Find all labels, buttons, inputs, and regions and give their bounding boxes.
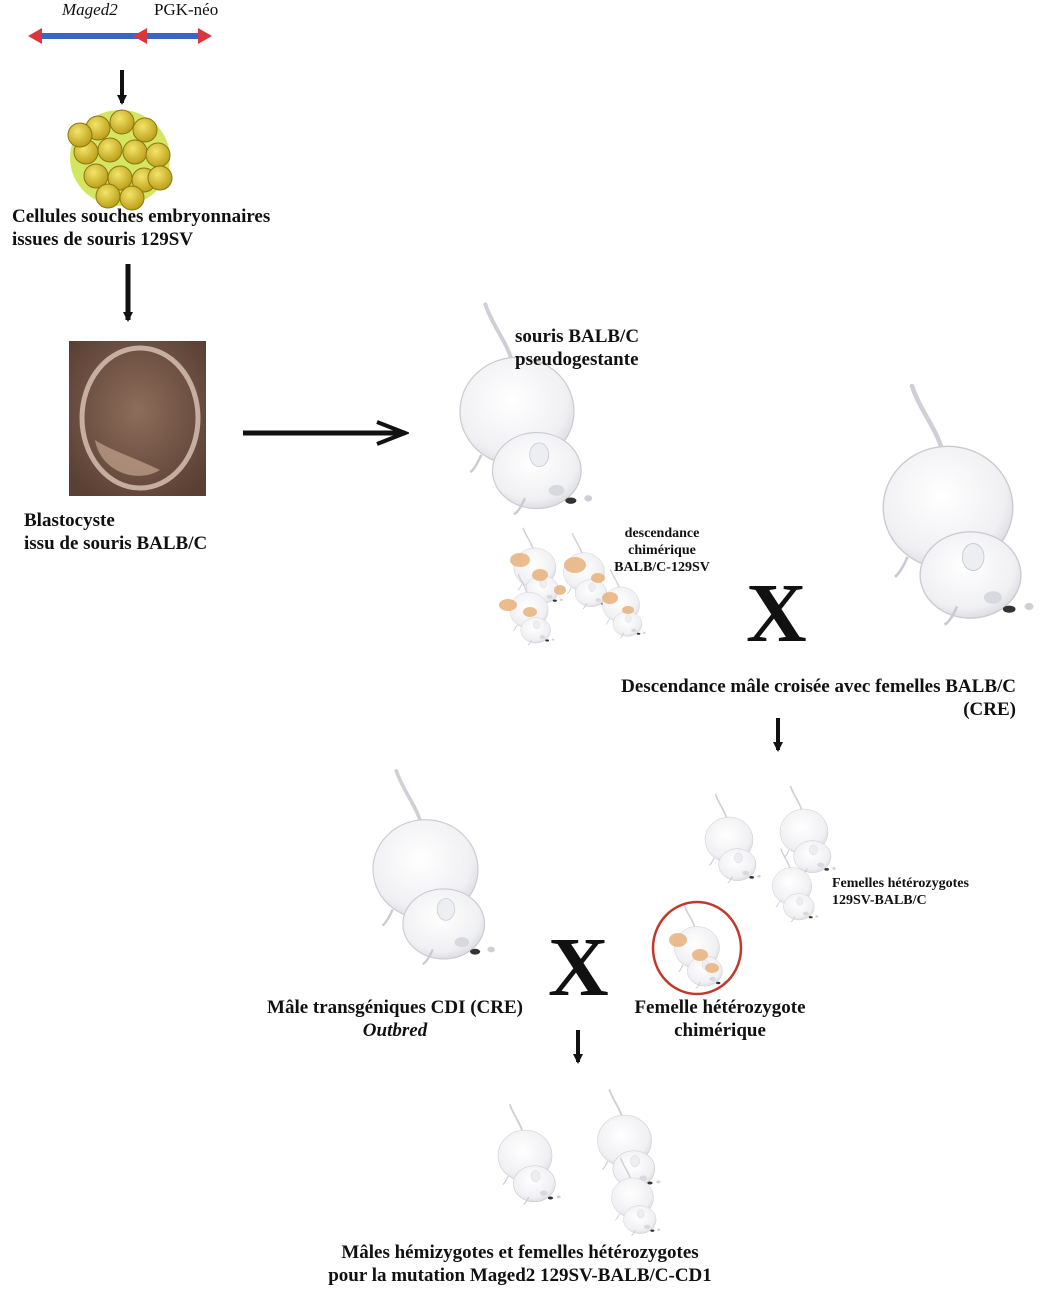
- chimera-patch: [602, 592, 618, 604]
- left-arrowhead: [28, 28, 42, 44]
- middle-arrowhead: [133, 28, 147, 44]
- cross1-caption-line1: Descendance mâle croisée avec femelles B…: [520, 676, 1016, 699]
- es-cells-caption-line2: issues de souris 129SV: [12, 229, 270, 252]
- transgenic-male-caption-line2: Outbred: [250, 1020, 540, 1043]
- transgenic-male-mouse: [373, 771, 495, 964]
- chimera-patch: [532, 569, 548, 581]
- es-cell: [123, 140, 147, 164]
- chimera-patch: [692, 949, 708, 961]
- es-cell: [68, 123, 92, 147]
- blastocyst-caption: Blastocyste issu de souris BALB/C: [24, 510, 207, 556]
- blastocyst-image: [69, 341, 206, 496]
- chimeric-female-caption: Femelle hétérozygote chimérique: [620, 997, 820, 1043]
- heterozygous-female-mice: [705, 787, 836, 922]
- es-cells-caption: Cellules souches embryonnaires issues de…: [12, 206, 270, 252]
- transgenic-male-caption: Mâle transgéniques CDI (CRE) Outbred: [250, 997, 540, 1043]
- heterozygous-caption-line2: 129SV-BALB/C: [832, 893, 969, 910]
- maged2-label: Maged2: [62, 0, 118, 20]
- result-caption-line2: pour la mutation Maged2 129SV-BALB/C-CD1: [290, 1265, 750, 1288]
- chimeric-female-caption-line1: Femelle hétérozygote: [620, 997, 820, 1020]
- es-cell: [110, 110, 134, 134]
- host-mouse-caption: souris BALB/C pseudogestante: [515, 326, 639, 372]
- chimeric-caption-line3: BALB/C-129SV: [610, 560, 714, 577]
- chimera-patch: [622, 606, 634, 614]
- cross1-caption-line2: (CRE): [520, 699, 1016, 722]
- host-mouse-caption-line1: souris BALB/C: [515, 326, 639, 349]
- balbc-female-mouse: [883, 386, 1033, 625]
- chimeric-caption-line2: chimérique: [610, 543, 714, 560]
- es-cell: [98, 138, 122, 162]
- chimeric-female-mouse: [653, 902, 741, 994]
- chimera-patch: [564, 557, 586, 573]
- right-arrowhead: [198, 28, 212, 44]
- chimera-patch: [523, 607, 537, 617]
- es-cells-caption-line1: Cellules souches embryonnaires: [12, 206, 270, 229]
- chimeric-caption-line1: descendance: [610, 526, 714, 543]
- pgk-neo-label: PGK-néo: [154, 0, 218, 20]
- chimeric-female-caption-line2: chimérique: [620, 1020, 820, 1043]
- chimeric-offspring-caption: descendance chimérique BALB/C-129SV: [610, 526, 714, 576]
- chimera-patch: [510, 553, 530, 567]
- es-cell: [146, 143, 170, 167]
- cross-symbol-1: X: [746, 572, 807, 656]
- heterozygous-females-caption: Femelles hétérozygotes 129SV-BALB/C: [832, 876, 969, 910]
- chimera-patch: [705, 963, 719, 973]
- chimera-patch: [669, 933, 687, 947]
- cross1-caption: Descendance mâle croisée avec femelles B…: [520, 676, 1016, 722]
- chimera-patch: [554, 585, 566, 595]
- blastocyst-caption-line2: issu de souris BALB/C: [24, 533, 207, 556]
- result-offspring-mice: [498, 1090, 660, 1236]
- heterozygous-caption-line1: Femelles hétérozygotes: [832, 876, 969, 893]
- es-cells-cluster: [68, 110, 172, 210]
- gene-construct: [28, 28, 212, 44]
- es-cell: [133, 118, 157, 142]
- chimera-patch: [499, 599, 517, 611]
- es-cell: [96, 184, 120, 208]
- blastocyst-caption-line1: Blastocyste: [24, 510, 207, 533]
- host-mouse-caption-line2: pseudogestante: [515, 349, 639, 372]
- result-caption-line1: Mâles hémizygotes et femelles hétérozygo…: [290, 1242, 750, 1265]
- result-caption: Mâles hémizygotes et femelles hétérozygo…: [290, 1242, 750, 1288]
- cross-symbol-2: X: [548, 926, 609, 1010]
- chimera-patch: [591, 573, 605, 583]
- es-cell: [148, 166, 172, 190]
- transgenic-male-caption-line1: Mâle transgéniques CDI (CRE): [250, 997, 540, 1020]
